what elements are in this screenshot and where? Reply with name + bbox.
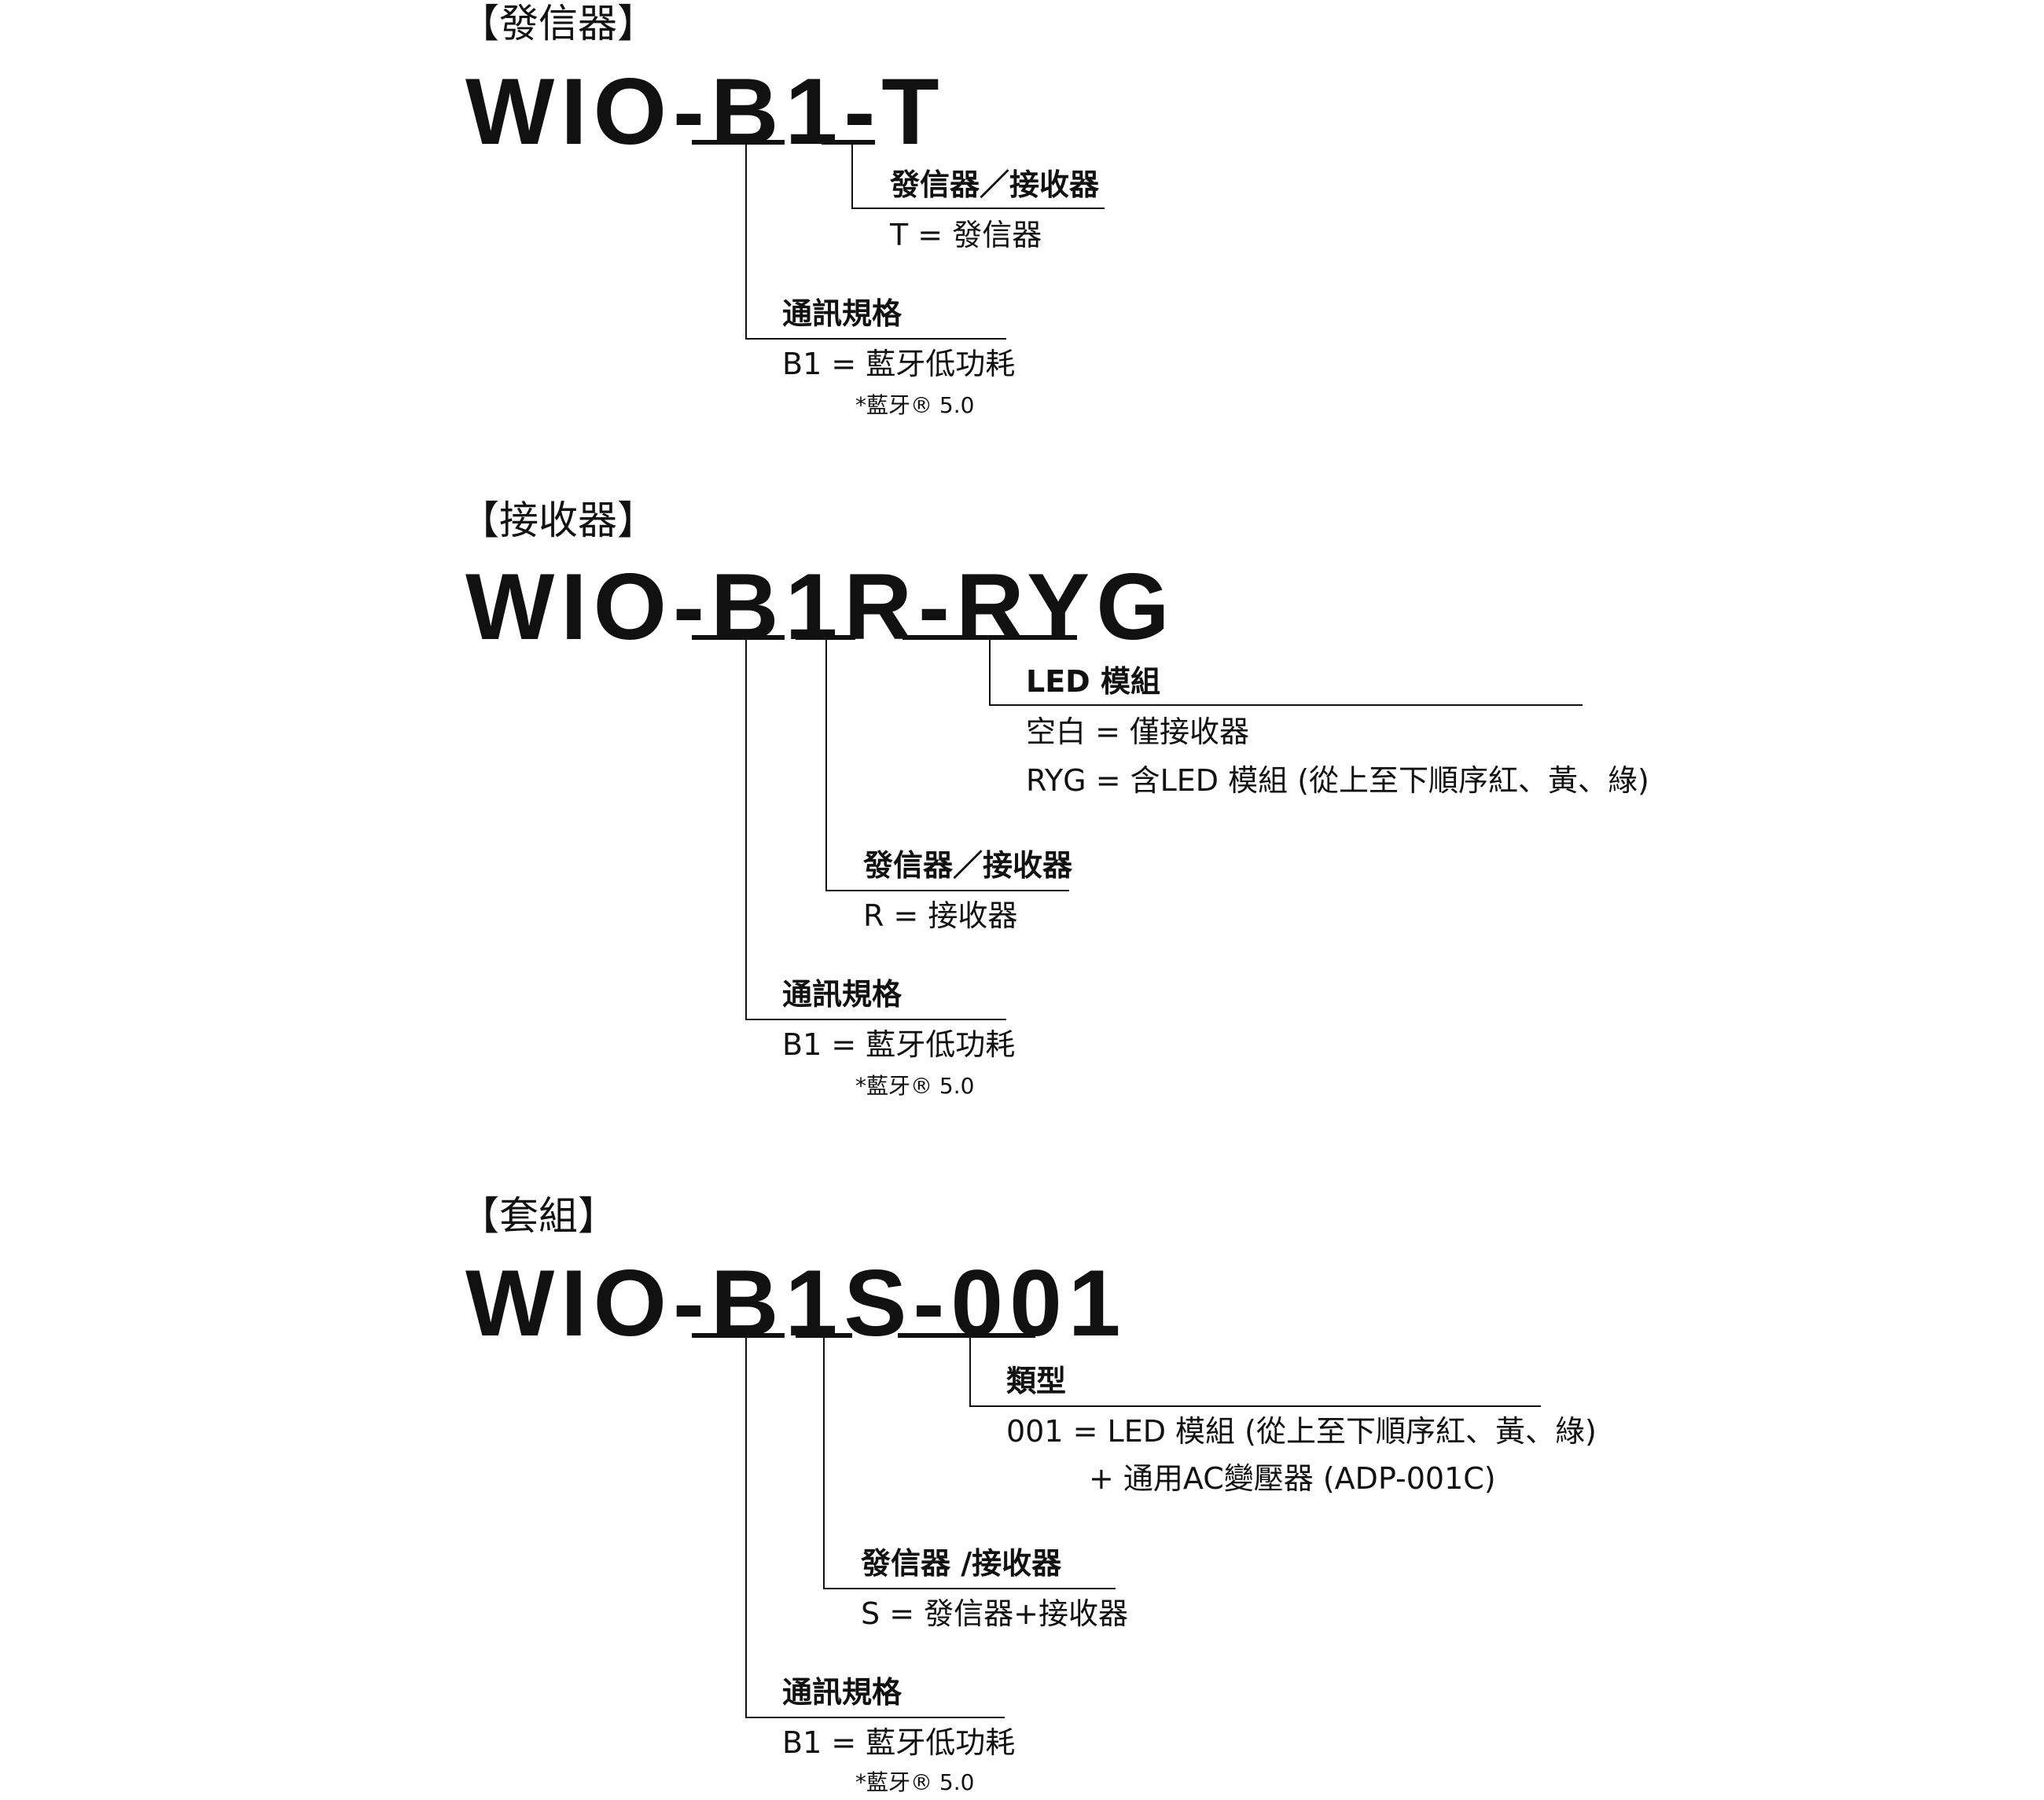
label-note-bluetooth: *藍牙® 5.0 bbox=[855, 1073, 975, 1099]
label-title-comm-spec: 通訊規格 bbox=[782, 1675, 903, 1710]
underline-t bbox=[822, 140, 875, 145]
underline-b1 bbox=[692, 1333, 785, 1338]
underline-r bbox=[796, 635, 855, 640]
leader-rule-ryg bbox=[989, 704, 1583, 706]
leader-line-t bbox=[851, 145, 853, 209]
underline-001 bbox=[898, 1333, 1035, 1338]
underline-b1 bbox=[692, 140, 785, 145]
label-value-blank: 空白 = 僅接收器 bbox=[1026, 714, 1249, 749]
label-value-001: 001 = LED 模組 (從上至下順序紅、黃、綠) bbox=[1006, 1414, 1597, 1449]
label-note-bluetooth: *藍牙® 5.0 bbox=[855, 392, 975, 418]
leader-rule-b1 bbox=[745, 1019, 1006, 1020]
code-dash: - bbox=[844, 59, 882, 164]
code-segment-001: 001 bbox=[950, 1251, 1127, 1356]
label-title-comm-spec: 通訊規格 bbox=[782, 977, 903, 1012]
category-heading-receiver: 【接收器】 bbox=[460, 498, 656, 543]
category-heading-transmitter: 【發信器】 bbox=[460, 1, 656, 46]
label-value-t: T = 發信器 bbox=[890, 218, 1042, 252]
code-segment-b1: B1 bbox=[710, 554, 844, 659]
label-value-b1: B1 = 藍牙低功耗 bbox=[782, 347, 1016, 381]
leader-rule-001 bbox=[969, 1405, 1541, 1407]
label-title-comm-spec: 通訊規格 bbox=[782, 296, 903, 331]
label-title-led-module: LED 模組 bbox=[1026, 664, 1160, 699]
label-value-s: S = 發信器+接收器 bbox=[861, 1596, 1128, 1631]
underline-ryg bbox=[903, 635, 1077, 640]
label-value-r: R = 接收器 bbox=[863, 898, 1018, 933]
label-note-bluetooth: *藍牙® 5.0 bbox=[855, 1769, 975, 1795]
leader-rule-b1 bbox=[745, 1717, 1005, 1718]
label-value-ryg: RYG = 含LED 模組 (從上至下順序紅、黃、綠) bbox=[1026, 763, 1649, 798]
model-code-receiver: WIO-B1R-RYG bbox=[465, 560, 1176, 654]
code-prefix: WIO- bbox=[465, 1251, 711, 1356]
label-title-transmitter-receiver: 發信器／接收器 bbox=[863, 848, 1073, 883]
underline-b1 bbox=[692, 635, 785, 640]
label-title-transmitter-receiver: 發信器／接收器 bbox=[890, 167, 1100, 202]
label-title-type: 類型 bbox=[1006, 1364, 1067, 1398]
leader-line-001 bbox=[969, 1338, 971, 1407]
leader-rule-b1 bbox=[745, 338, 1006, 340]
code-prefix: WIO- bbox=[465, 554, 711, 659]
code-segment-t: T bbox=[881, 59, 946, 164]
leader-rule-r bbox=[825, 890, 1069, 891]
code-dash: - bbox=[917, 554, 956, 659]
leader-line-b1 bbox=[745, 1338, 747, 1718]
underline-s bbox=[796, 1333, 852, 1338]
code-prefix: WIO- bbox=[465, 59, 711, 164]
leader-line-ryg bbox=[989, 640, 991, 706]
label-title-transmitter-receiver: 發信器 /接收器 bbox=[861, 1546, 1062, 1581]
model-code-transmitter: WIO-B1-T bbox=[465, 64, 946, 159]
label-value-adapter: + 通用AC變壓器 (ADP-001C) bbox=[1089, 1461, 1496, 1496]
leader-line-r bbox=[825, 640, 827, 891]
leader-line-b1 bbox=[745, 145, 747, 340]
label-value-b1: B1 = 藍牙低功耗 bbox=[782, 1027, 1016, 1062]
leader-line-s bbox=[823, 1338, 825, 1589]
category-heading-kit: 【套組】 bbox=[460, 1193, 617, 1239]
code-segment-r: R bbox=[844, 554, 918, 659]
code-segment-b1: B1 bbox=[710, 59, 844, 164]
leader-rule-t bbox=[851, 208, 1105, 209]
code-dash: - bbox=[913, 1251, 951, 1356]
label-value-b1: B1 = 藍牙低功耗 bbox=[782, 1725, 1016, 1760]
code-segment-s: S bbox=[844, 1251, 914, 1356]
leader-rule-s bbox=[823, 1588, 1116, 1589]
leader-line-b1 bbox=[745, 640, 747, 1020]
